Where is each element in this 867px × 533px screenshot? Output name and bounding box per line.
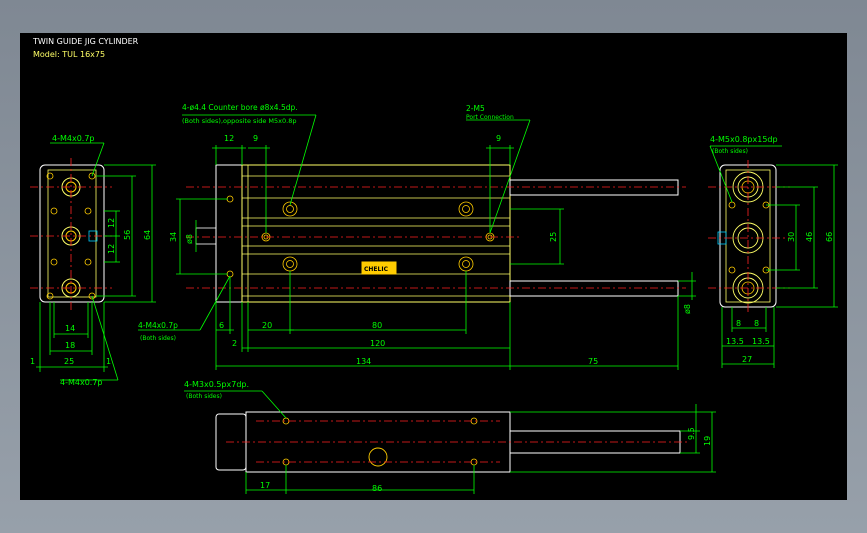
front-dim-120: 120 (370, 339, 385, 348)
bottom-center-bore (368, 447, 388, 467)
front-end-plate (215, 164, 243, 303)
right-dim-8a: 8 (736, 319, 741, 328)
front-dim-20: 20 (262, 321, 272, 330)
bottom-centerlines (226, 420, 690, 463)
left-dim-1b: 1 (106, 357, 111, 366)
front-dim-2: 2 (232, 339, 237, 348)
front-dim-rod-right: ø8 (683, 304, 692, 314)
right-dim-lines (709, 145, 838, 368)
right-dim-46: 46 (805, 232, 814, 242)
front-dim-75: 75 (588, 357, 598, 366)
right-dim-66: 66 (825, 232, 834, 242)
front-port-callout: 2-M5 (466, 104, 485, 113)
left-dim-56: 56 (123, 230, 132, 240)
front-dim-25: 25 (549, 232, 558, 242)
bottom-callout: 4-M3x0.5px7dp. (184, 380, 249, 389)
front-dim-80: 80 (372, 321, 382, 330)
front-view: CHELIC (138, 103, 696, 370)
technical-drawing: TWIN GUIDE JIG CYLINDER Model: TUL 16x75 (30, 37, 838, 494)
drawing-model: Model: TUL 16x75 (33, 50, 105, 59)
left-dim-14: 14 (65, 324, 75, 333)
left-dim-1a: 1 (30, 357, 35, 366)
front-rod-bottom (509, 280, 679, 297)
bottom-view: 4-M3x0.5px7dp. (Both sides) 17 86 9.5 19 (184, 380, 716, 494)
left-dim-12a: 12 (107, 218, 116, 228)
right-dim-13b: 13.5 (752, 337, 770, 346)
right-callout-2: (Both sides) (712, 148, 748, 155)
front-label-plate (361, 261, 397, 275)
front-mount-callout-2: (Both sides),opposite side M5x0.8p (182, 117, 296, 125)
front-side-holes (226, 195, 234, 278)
front-plate-text: CHELIC (364, 266, 389, 273)
bottom-dim-19: 19 (703, 436, 712, 446)
bottom-tapped-holes (282, 417, 478, 466)
front-body (241, 164, 511, 303)
front-dim-6: 6 (219, 321, 224, 330)
front-port-callout-2: Port Connection (466, 114, 514, 121)
left-bottom-callout: 4-M4x0.7p (60, 378, 103, 387)
front-mount-callout: 4-ø4.4 Counter bore ø8x4.5dp. (182, 103, 298, 112)
front-dim-34: 34 (169, 232, 178, 242)
left-top-callout: 4-M4x0.7p (52, 134, 95, 143)
front-dim-9a: 9 (253, 134, 258, 143)
bottom-dim-lines (184, 390, 716, 494)
right-dim-13a: 13.5 (726, 337, 744, 346)
front-counterbores (282, 201, 474, 272)
right-end-view: 4-M5x0.8px15dp (Both sides) 66 46 30 8 8… (708, 135, 838, 368)
drawing-canvas[interactable]: TWIN GUIDE JIG CYLINDER Model: TUL 16x75 (20, 33, 847, 500)
left-dim-12b: 12 (107, 244, 116, 254)
right-dim-30: 30 (787, 232, 796, 242)
bottom-dim-86: 86 (372, 484, 382, 493)
left-mount-holes (46, 172, 96, 300)
front-rear-stub (195, 227, 217, 245)
left-dim-lines (36, 142, 156, 381)
front-dim-lines (138, 114, 696, 370)
right-dim-8b: 8 (754, 319, 759, 328)
left-body-outline (39, 164, 105, 303)
front-dim-rod: ø8 (185, 234, 194, 244)
drawing-title: TWIN GUIDE JIG CYLINDER (32, 37, 139, 46)
right-dim-27: 27 (742, 355, 752, 364)
right-callout: 4-M5x0.8px15dp (710, 135, 778, 144)
front-centerlines (186, 186, 686, 289)
front-dim-9b: 9 (496, 134, 501, 143)
front-rod-top (509, 179, 679, 196)
front-body-lines (242, 165, 510, 302)
left-dim-25: 25 (64, 357, 74, 366)
bottom-dim-95: 9.5 (687, 427, 696, 440)
left-end-view: 4-M4x0.7p 4-M4x0.7p 64 56 12 12 14 18 25… (30, 134, 156, 387)
front-side-callout-2: (Both sides) (140, 335, 176, 342)
front-dim-12: 12 (224, 134, 234, 143)
left-dim-18: 18 (65, 341, 75, 350)
front-side-callout: 4-M4x0.7p (138, 321, 178, 330)
left-dim-64: 64 (143, 230, 152, 240)
left-centerlines (30, 158, 112, 310)
bottom-dim-17: 17 (260, 481, 270, 490)
front-dim-134: 134 (356, 357, 371, 366)
bottom-callout-2: (Both sides) (186, 393, 222, 400)
